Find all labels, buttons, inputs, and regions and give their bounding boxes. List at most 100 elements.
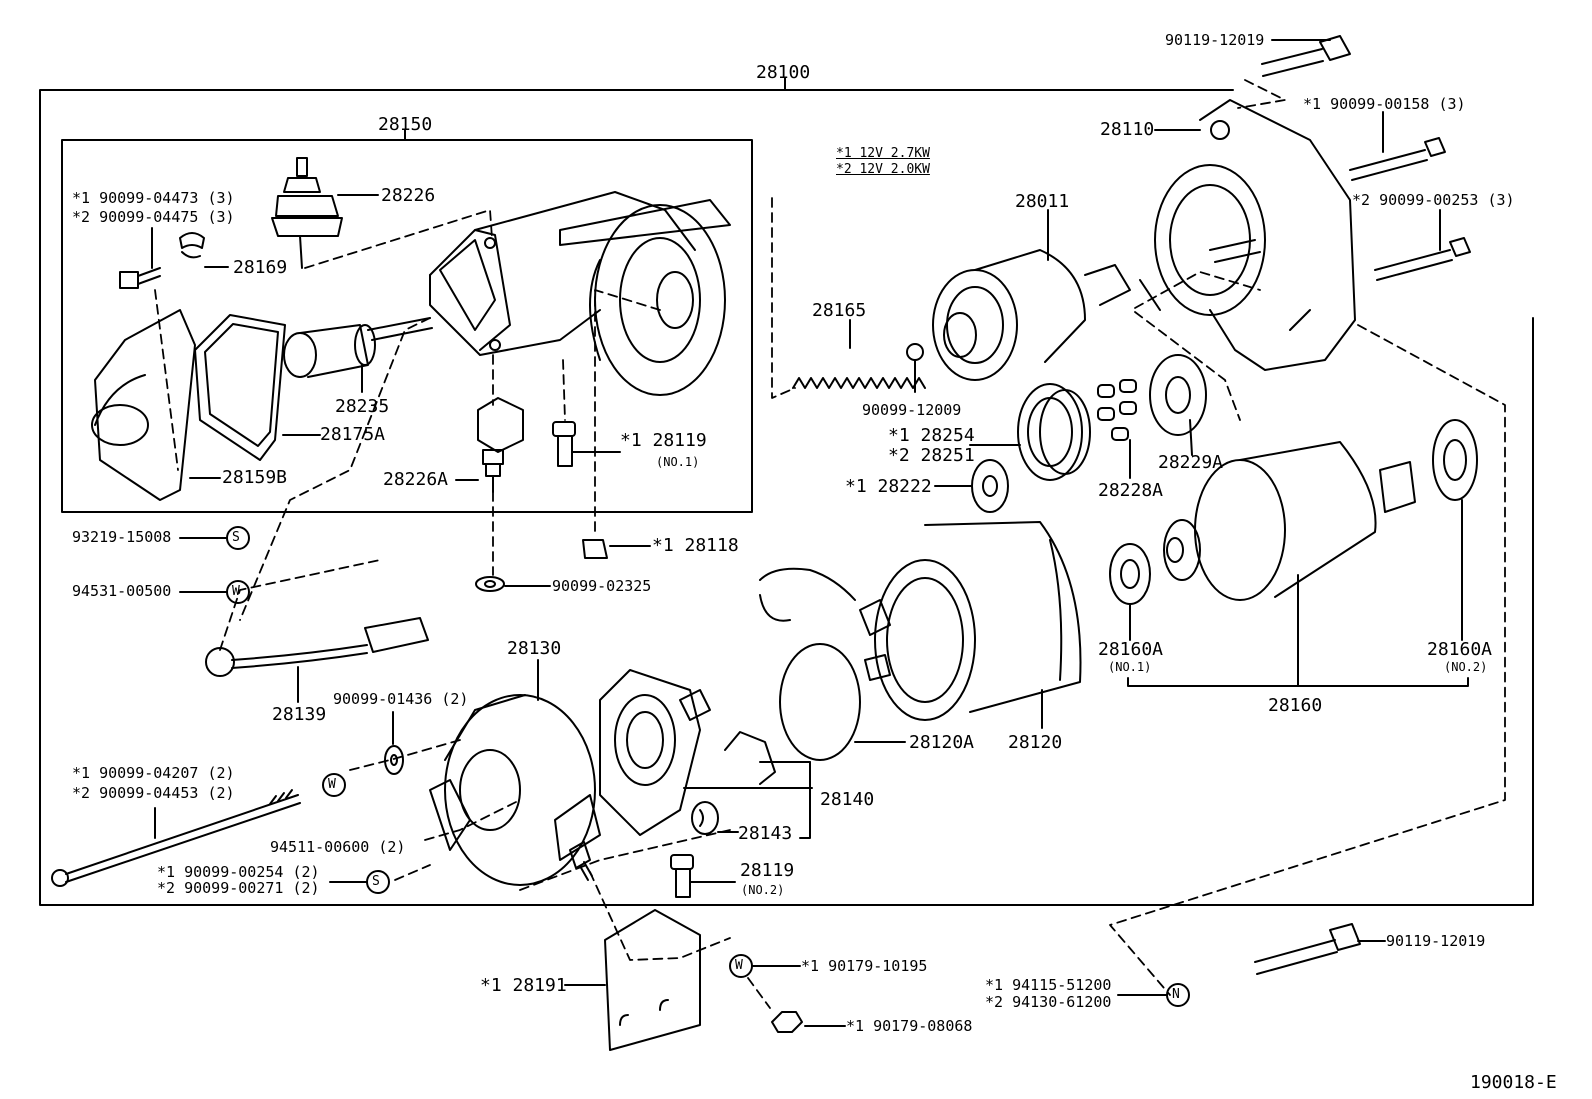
- ball-90099-12009: [906, 343, 924, 393]
- spring-28143: [691, 801, 739, 835]
- label-28226a: 28226A: [383, 469, 449, 490]
- marker-circles: [179, 526, 1190, 1007]
- bracket-28191: [564, 909, 701, 1051]
- lead-wire-28139: [205, 617, 429, 703]
- label-90099-00158: *1 90099-00158 (3): [1303, 95, 1466, 113]
- dashed-guide-lines: [154, 79, 1506, 1009]
- brush-holder-28140: [599, 669, 813, 839]
- label-28229a: 28229A: [1158, 452, 1224, 473]
- label-28119-no1: *1 28119: [620, 430, 707, 451]
- label-28191: *1 28191: [480, 975, 567, 996]
- label-28251: *2 28251: [888, 445, 975, 466]
- plunger-28235: [283, 317, 433, 393]
- label-28100: 28100: [756, 62, 811, 83]
- label-28160a-no2-sub: (NO.2): [1444, 660, 1488, 674]
- label-28160a-no1: 28160A: [1098, 639, 1164, 660]
- label-28160: 28160: [1268, 695, 1323, 716]
- terminal-28226: [271, 157, 379, 269]
- marker-n: N: [1172, 987, 1180, 1002]
- label-90099-00271: *2 90099-00271 (2): [157, 879, 320, 897]
- bolt-90099-00253: [1374, 209, 1471, 281]
- label-93219-15008: 93219-15008: [72, 528, 172, 546]
- label-90179-08068: *1 90179-08068: [846, 1017, 973, 1035]
- bearing-28160a-no1: [1109, 543, 1151, 641]
- label-28226: 28226: [381, 185, 436, 206]
- label-28160a-no1-sub: (NO.1): [1108, 660, 1152, 674]
- label-28150: 28150: [378, 114, 433, 135]
- note-2: *2 12V 2.0KW: [836, 162, 930, 177]
- starter-assembly-frame: [39, 77, 1534, 906]
- label-28235: 28235: [335, 396, 390, 417]
- cap-28118: [582, 539, 651, 559]
- label-28118: *1 28118: [652, 535, 739, 556]
- washer-90099-02325: [475, 576, 551, 592]
- label-28110: 28110: [1100, 119, 1155, 140]
- label-28139: 28139: [272, 704, 327, 725]
- label-90119-12019-top: 90119-12019: [1165, 31, 1265, 49]
- screw-28119-no1: [552, 421, 621, 467]
- label-28143: 28143: [738, 823, 793, 844]
- rollers-28228a: [1097, 379, 1137, 479]
- retainer-28229a: [1149, 354, 1207, 456]
- yoke-28120: [759, 521, 1082, 729]
- armature-28160: [1163, 441, 1416, 687]
- label-28011: 28011: [1015, 191, 1070, 212]
- label-90099-00254: *1 90099-00254 (2): [157, 863, 320, 881]
- washer-28222: [934, 459, 1009, 513]
- label-90119-12019-bottom: 90119-12019: [1386, 932, 1486, 950]
- gear-28254: [969, 383, 1091, 481]
- label-28119-no2-sub: (NO.2): [741, 883, 785, 897]
- label-28254: *1 28254: [888, 425, 975, 446]
- label-94115-51200: *1 94115-51200: [985, 976, 1112, 994]
- label-28175a: 28175A: [320, 424, 386, 445]
- bolt-90119-12019-bottom: [1254, 923, 1386, 975]
- clutch-28011: [932, 209, 1131, 381]
- label-28222: *1 28222: [845, 476, 932, 497]
- label-28165: 28165: [812, 300, 867, 321]
- end-frame-28130: [429, 659, 601, 886]
- bearing-28160a-no2: [1432, 419, 1478, 641]
- label-28130: 28130: [507, 638, 562, 659]
- label-28160a-no2: 28160A: [1427, 639, 1493, 660]
- label-90179-10195: *1 90179-10195: [801, 957, 928, 975]
- label-94130-61200: *2 94130-61200: [985, 993, 1112, 1011]
- nut-90179-08068: [771, 1011, 846, 1033]
- long-bolt-90099-04207: [51, 789, 301, 887]
- label-28140: 28140: [820, 789, 875, 810]
- marker-s-2: S: [372, 874, 380, 889]
- bolt-90119-12019-top: [1261, 35, 1351, 77]
- label-90099-02325: 90099-02325: [552, 577, 652, 595]
- label-90099-04473: *1 90099-04473 (3): [72, 189, 235, 207]
- label-28228a: 28228A: [1098, 480, 1164, 501]
- label-28120: 28120: [1008, 732, 1063, 753]
- switch-28226a: [455, 397, 524, 493]
- label-90099-00253: *2 90099-00253 (3): [1352, 191, 1515, 209]
- label-90099-04207: *1 90099-04207 (2): [72, 764, 235, 782]
- label-28159b: 28159B: [222, 467, 288, 488]
- label-90099-04475: *2 90099-04475 (3): [72, 208, 235, 226]
- housing-28110: [1139, 99, 1356, 371]
- note-1: *1 12V 2.7KW: [836, 146, 930, 161]
- label-90099-12009: 90099-12009: [862, 401, 962, 419]
- label-28120a: 28120A: [909, 732, 975, 753]
- label-28119-no2: 28119: [740, 860, 795, 881]
- label-28169: 28169: [233, 257, 288, 278]
- label-28119-no1-sub: (NO.1): [656, 455, 700, 469]
- starter-housing: [429, 191, 731, 396]
- spring-28165: [792, 319, 926, 389]
- armature-bracket-line: [1127, 677, 1469, 687]
- label-90099-01436: 90099-01436 (2): [333, 690, 469, 708]
- figure-id: 190018-E: [1470, 1072, 1557, 1093]
- marker-s-1: S: [232, 530, 240, 545]
- marker-w-2: W: [328, 777, 336, 792]
- gasket-28175a: [194, 314, 321, 461]
- label-94511-00600: 94511-00600 (2): [270, 838, 406, 856]
- magnetic-switch-frame: [61, 129, 753, 513]
- cover-28159b: [91, 309, 221, 501]
- marker-w-1: W: [232, 584, 240, 599]
- label-90099-04453: *2 90099-04453 (2): [72, 784, 235, 802]
- clip-28169: [179, 232, 229, 268]
- bolt-90099-04473: [119, 227, 161, 289]
- screw-28119-no2: [670, 854, 736, 898]
